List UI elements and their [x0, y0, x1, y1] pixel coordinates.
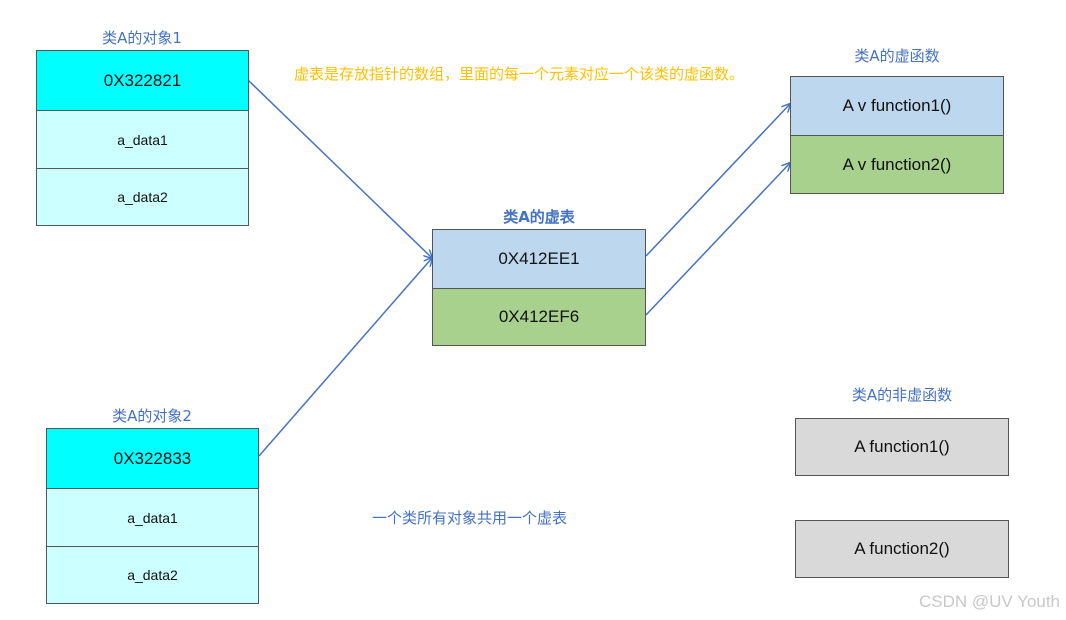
nonvirtual-functions-title: 类A的非虚函数	[851, 386, 953, 404]
virtual-function2: A v function2()	[791, 135, 1003, 193]
shared-vtable-note: 一个类所有对象共用一个虚表	[372, 509, 568, 527]
object1-title: 类A的对象1	[102, 29, 182, 47]
arrow-object2-to-vtable	[258, 258, 432, 457]
object2-field2: a_data2	[47, 546, 258, 603]
virtual-function1: A v function1()	[791, 77, 1003, 135]
nonvirtual-function2-box: A function2()	[795, 520, 1009, 578]
vtable-description-note: 虚表是存放指针的数组，里面的每一个元素对应一个该类的虚函数。	[294, 65, 745, 83]
arrow-entry1-to-func1	[645, 104, 790, 257]
object1-field1: a_data1	[37, 110, 248, 168]
arrow-object1-to-vtable	[247, 79, 432, 258]
nonvirtual-function1: A function1()	[796, 419, 1008, 475]
object2-title: 类A的对象2	[112, 407, 192, 425]
nonvirtual-function2: A function2()	[796, 521, 1008, 577]
object2-vptr: 0X322833	[47, 429, 258, 488]
watermark: CSDN @UV Youth	[918, 592, 1060, 611]
vtable-title: 类A的虚表	[503, 208, 575, 226]
vtable-box: 0X412EE1 0X412EF6	[432, 229, 646, 346]
object1-field2: a_data2	[37, 168, 248, 225]
vtable-entry2: 0X412EF6	[433, 288, 645, 345]
nonvirtual-function1-box: A function1()	[795, 418, 1009, 476]
arrow-entry2-to-func2	[645, 163, 790, 316]
virtual-functions-box: A v function1() A v function2()	[790, 76, 1004, 194]
object2-field1: a_data1	[47, 488, 258, 546]
virtual-functions-title: 类A的虚函数	[854, 47, 940, 65]
object2-box: 0X322833 a_data1 a_data2	[46, 428, 259, 604]
object1-box: 0X322821 a_data1 a_data2	[36, 50, 249, 226]
object1-vptr: 0X322821	[37, 51, 248, 110]
vtable-entry1: 0X412EE1	[433, 230, 645, 288]
